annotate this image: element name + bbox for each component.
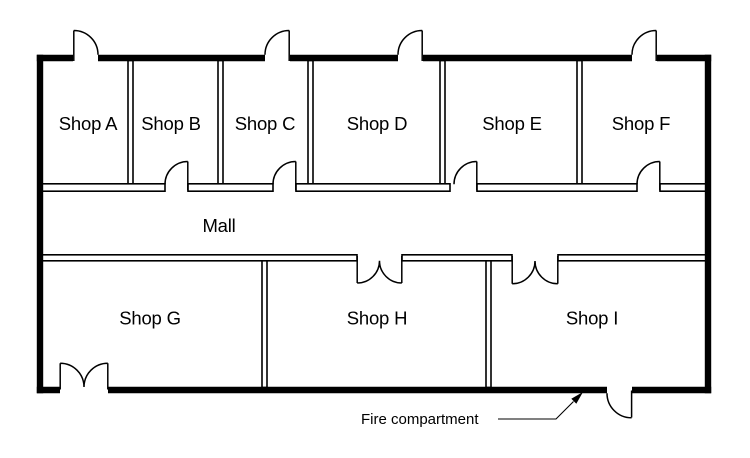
shop-h-mall-double-door — [356, 256, 403, 284]
shop-c-exterior-door — [264, 29, 290, 61]
fire-compartment-leader — [498, 392, 583, 420]
shop-i-mall-double-door — [511, 256, 559, 285]
mall-top-wall — [39, 183, 709, 193]
leader-line — [498, 401, 574, 420]
shop-f-exterior-door — [631, 29, 657, 61]
wall-shop-c-d — [307, 59, 314, 186]
room-label-mall: Mall — [202, 215, 235, 236]
outer-walls — [36, 54, 712, 394]
shop-c-mall-door — [272, 160, 297, 191]
wall-shop-h-i — [485, 258, 492, 389]
room-label-shop-f: Shop F — [612, 113, 670, 134]
arrow-head-icon — [571, 392, 583, 404]
mall-bottom-wall — [39, 254, 709, 262]
wall-shop-e-f — [576, 59, 583, 186]
room-label-shop-h: Shop H — [347, 308, 408, 329]
wall-shop-b-c — [217, 59, 224, 186]
wall-shop-a-b — [127, 59, 134, 186]
wall-shop-d-e — [439, 59, 446, 186]
exterior-doors-top — [73, 29, 657, 61]
fire-compartment-label: Fire compartment — [361, 411, 479, 428]
shop-f-mall-door — [636, 160, 661, 191]
room-labels: Shop A Shop B Shop C Shop D Shop E Shop … — [59, 113, 671, 329]
shop-d-exterior-door — [397, 29, 423, 61]
room-label-shop-i: Shop I — [566, 308, 618, 329]
shop-i-exterior-door — [606, 390, 633, 419]
exterior-doors-bottom — [59, 362, 633, 419]
room-label-shop-e: Shop E — [482, 113, 542, 134]
mall-doors-bottom-row — [356, 256, 559, 285]
wall-shop-g-h — [261, 258, 268, 389]
shop-e-mall-door — [453, 160, 478, 191]
room-label-shop-a: Shop A — [59, 113, 118, 134]
room-label-shop-d: Shop D — [347, 113, 408, 134]
shop-g-exterior-double-door — [59, 362, 109, 390]
room-label-shop-b: Shop B — [141, 113, 201, 134]
mall-doors-top-row — [164, 160, 661, 191]
shop-a-exterior-door — [73, 29, 99, 61]
shop-b-mall-door — [164, 160, 189, 191]
room-label-shop-g: Shop G — [119, 308, 181, 329]
room-label-shop-c: Shop C — [235, 113, 296, 134]
